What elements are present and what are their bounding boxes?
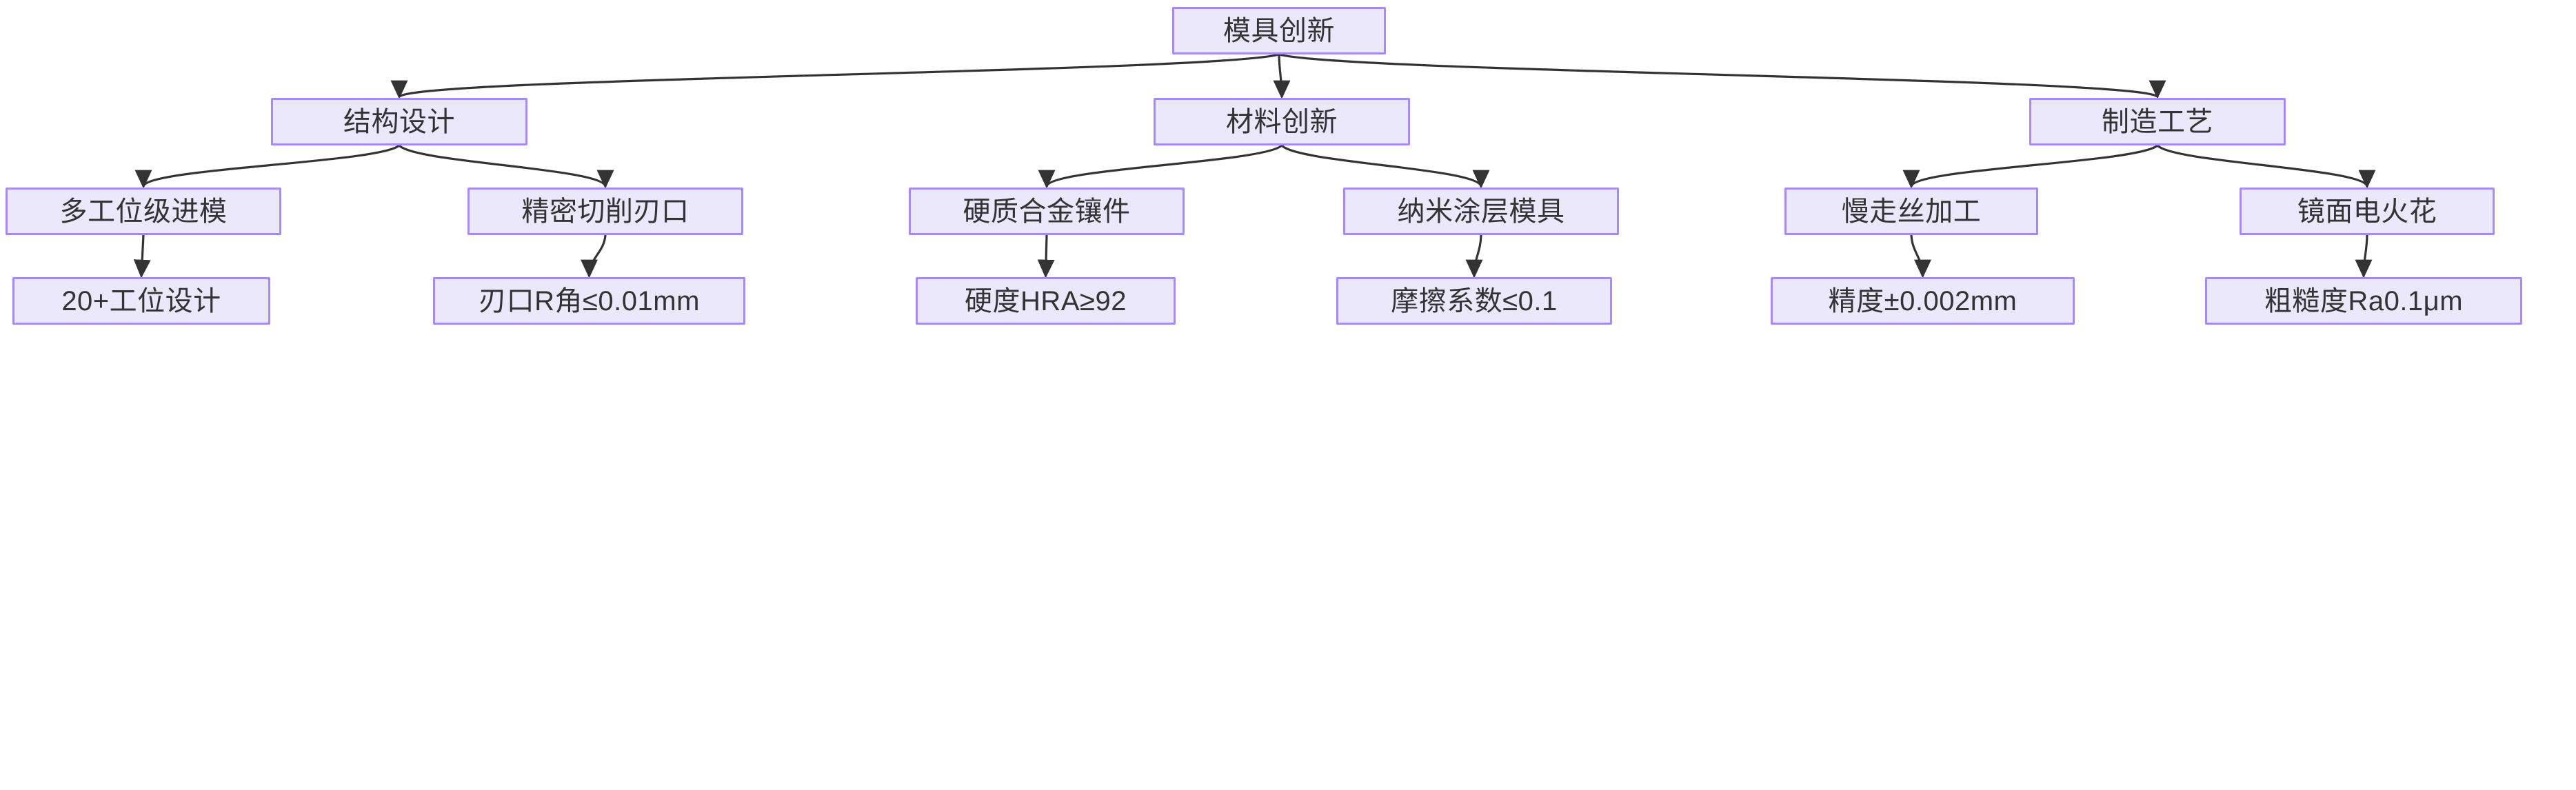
node-label: 多工位级进模	[59, 196, 228, 227]
node-label: 硬质合金镶件	[963, 196, 1131, 227]
node-label: 慢走丝加工	[1841, 196, 1982, 227]
flowchart-node-s4[interactable]: 摩擦系数≤0.1	[1336, 277, 1612, 325]
node-label: 精度±0.002mm	[1828, 285, 2017, 316]
edge-c3-to-t5	[1902, 144, 2159, 189]
node-label: 刃口R角≤0.01mm	[479, 285, 700, 316]
node-label: 材料创新	[1226, 106, 1338, 137]
node-label: 纳米涂层模具	[1397, 196, 1565, 227]
edge-c1-to-t1	[134, 144, 401, 189]
flowchart-node-s6[interactable]: 粗糙度Ra0.1μm	[2205, 277, 2522, 325]
flowchart-node-t6[interactable]: 镜面电火花	[2240, 188, 2495, 235]
flowchart-node-s3[interactable]: 硬度HRA≥92	[916, 277, 1176, 325]
node-label: 制造工艺	[2102, 106, 2213, 137]
flowchart-node-t1[interactable]: 多工位级进模	[6, 188, 281, 235]
edge-c2-to-t4	[1280, 144, 1490, 189]
node-label: 摩擦系数≤0.1	[1391, 285, 1558, 316]
node-label: 模具创新	[1223, 15, 1335, 46]
flowchart-node-t3[interactable]: 硬质合金镶件	[909, 188, 1185, 235]
flowchart-node-c1[interactable]: 结构设计	[271, 98, 527, 145]
edge-root-to-c3	[1278, 53, 2166, 99]
edge-t1-to-s1	[133, 234, 151, 278]
node-label: 精密切削刃口	[521, 196, 690, 227]
flowchart-node-c2[interactable]: 材料创新	[1154, 98, 1410, 145]
edge-c2-to-t3	[1038, 144, 1283, 189]
node-label: 镜面电火花	[2297, 196, 2437, 227]
edge-c3-to-t6	[2156, 144, 2376, 189]
flowchart-node-t4[interactable]: 纳米涂层模具	[1343, 188, 1619, 235]
edge-root-to-c2	[1273, 54, 1291, 99]
flowchart-node-c3[interactable]: 制造工艺	[2029, 98, 2286, 145]
edge-t2-to-s2	[581, 234, 607, 278]
flowchart-node-s2[interactable]: 刃口R角≤0.01mm	[433, 277, 745, 325]
node-label: 硬度HRA≥92	[965, 285, 1127, 316]
edge-t4-to-s4	[1465, 234, 1483, 278]
flowchart-node-s5[interactable]: 精度±0.002mm	[1771, 277, 2075, 325]
edge-t3-to-s3	[1037, 234, 1055, 278]
edge-root-to-c1	[391, 53, 1280, 99]
flowchart-node-t2[interactable]: 精密切削刃口	[467, 188, 743, 235]
edge-t5-to-s5	[1910, 234, 1931, 278]
flowchart-node-s1[interactable]: 20+工位设计	[12, 277, 270, 325]
flowchart-node-t5[interactable]: 慢走丝加工	[1784, 188, 2038, 235]
flowchart-node-root[interactable]: 模具创新	[1172, 7, 1386, 54]
node-label: 结构设计	[343, 106, 455, 137]
edge-c1-to-t2	[398, 144, 614, 189]
node-label: 粗糙度Ra0.1μm	[2264, 285, 2464, 316]
edge-t6-to-s6	[2355, 234, 2373, 278]
node-label: 20+工位设计	[61, 285, 221, 316]
